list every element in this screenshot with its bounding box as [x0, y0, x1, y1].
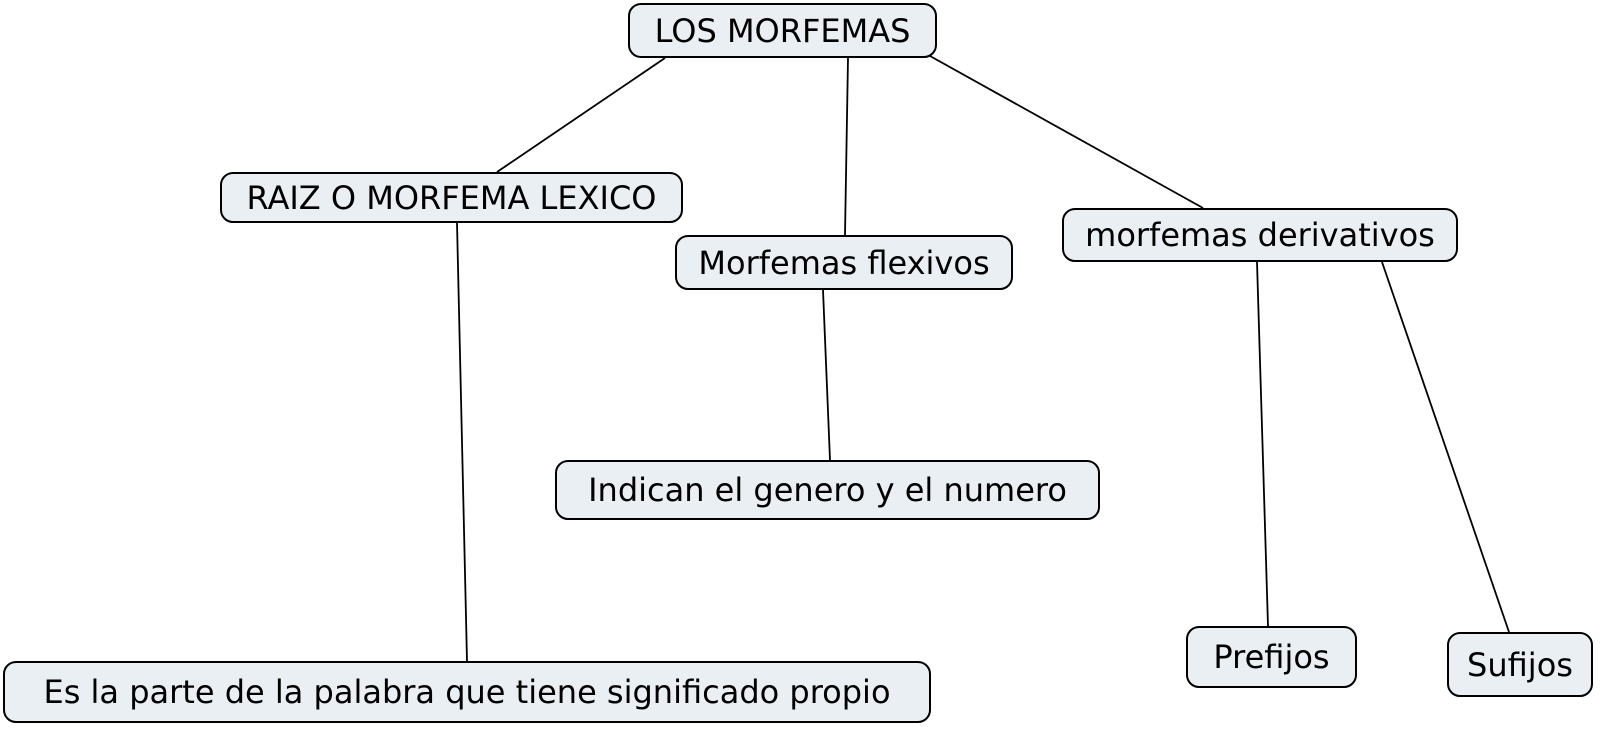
edge-morfemas-derivativos--sufijos — [1381, 261, 1510, 633]
edge-los-morfemas--morfemas-derivativos — [929, 55, 1204, 209]
edge-los-morfemas--morfemas-flexivos — [844, 57, 849, 236]
edge-morfemas-derivativos--prefijos — [1256, 261, 1269, 627]
node-sufijos[interactable]: Sufijos — [1447, 632, 1593, 697]
node-raiz-o-morfema-lexico[interactable]: RAIZ O MORFEMA LEXICO — [220, 172, 683, 223]
node-es-la-parte[interactable]: Es la parte de la palabra que tiene sign… — [3, 661, 931, 723]
edge-los-morfemas--raiz-o-morfema-lexico — [496, 57, 666, 173]
node-los-morfemas[interactable]: LOS MORFEMAS — [628, 3, 937, 58]
edge-morfemas-flexivos--indican-genero-numero — [822, 289, 831, 461]
node-indican-genero-numero[interactable]: Indican el genero y el numero — [555, 460, 1100, 520]
edge-raiz-o-morfema-lexico--es-la-parte — [456, 222, 468, 662]
node-morfemas-derivativos[interactable]: morfemas derivativos — [1062, 208, 1458, 262]
node-morfemas-flexivos[interactable]: Morfemas flexivos — [675, 235, 1013, 290]
node-prefijos[interactable]: Prefijos — [1186, 626, 1357, 688]
